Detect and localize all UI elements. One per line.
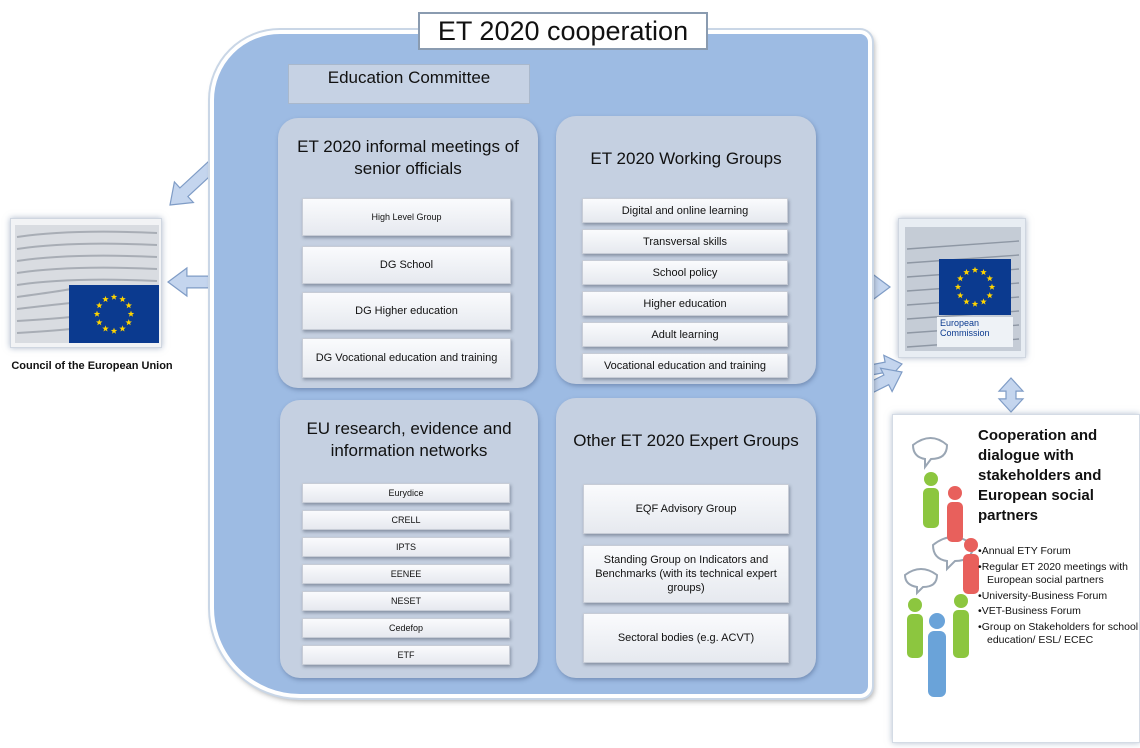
expert-groups-item: Standing Group on Indicators and Benchma…: [583, 545, 789, 603]
eu-star-icon: [957, 275, 964, 282]
eu-star-icon: [980, 298, 987, 305]
eu-star-icon: [119, 295, 126, 303]
eu-star-icon: [963, 268, 970, 276]
research-networks-item: CRELL: [302, 510, 510, 530]
commission-label: European Commission: [940, 318, 990, 338]
eu-star-icon: [986, 275, 993, 282]
council-building-graphic: [11, 219, 161, 347]
people-dialogue-graphic: [903, 437, 979, 697]
stakeholders-item: •Group on Stakeholders for school educat…: [978, 620, 1139, 647]
research-networks-item: NESET: [302, 591, 510, 611]
eu-star-icon: [119, 325, 126, 332]
working-groups-item: Vocational education and training: [582, 353, 788, 378]
council-building-image: [10, 218, 162, 348]
stakeholders-item: •Regular ET 2020 meetings with European …: [978, 560, 1128, 587]
working-groups-title: ET 2020 Working Groups: [590, 149, 782, 168]
research-networks-item: Cedefop: [302, 618, 510, 638]
eu-star-icon: [971, 266, 979, 273]
eu-star-icon: [93, 310, 101, 317]
eu-star-icon: [125, 302, 132, 309]
eu-stars-icon: [93, 293, 135, 334]
eu-star-icon: [110, 327, 118, 334]
commission-building-image: [898, 218, 1026, 358]
eu-star-icon: [957, 292, 964, 299]
working-groups-item: Digital and online learning: [582, 198, 788, 223]
eu-star-icon: [127, 310, 135, 317]
education-committee-box: Education Committee: [288, 64, 530, 104]
senior-officials-item: High Level Group: [302, 198, 511, 236]
main-title: ET 2020 cooperation: [418, 12, 708, 50]
research-networks-item: EENEE: [302, 564, 510, 584]
eu-star-icon: [102, 295, 109, 303]
eu-stars-icon: [954, 266, 996, 307]
working-groups-item: Higher education: [582, 291, 788, 316]
expert-groups-item: EQF Advisory Group: [583, 484, 789, 534]
senior-officials-item: DG Higher education: [302, 292, 511, 330]
commission-building-graphic: [899, 219, 1025, 357]
working-groups-item: School policy: [582, 260, 788, 285]
eu-star-icon: [96, 302, 103, 309]
research-networks-item: Eurydice: [302, 483, 510, 503]
eu-star-icon: [980, 268, 987, 276]
research-networks-item: IPTS: [302, 537, 510, 557]
eu-star-icon: [125, 319, 132, 326]
stakeholders-panel: [892, 414, 1140, 743]
senior-officials-item: DG Vocational education and training: [302, 338, 511, 378]
eu-star-icon: [971, 300, 979, 307]
council-caption: Council of the European Union: [11, 360, 173, 372]
working-groups-item: Transversal skills: [582, 229, 788, 254]
eu-star-icon: [96, 319, 103, 326]
senior-officials-title: ET 2020 informal meetings of senior offi…: [297, 137, 519, 178]
stakeholders-item: •Annual ETY Forum: [978, 545, 1071, 557]
senior-officials-item: DG School: [302, 246, 511, 284]
research-networks-title: EU research, evidence and information ne…: [306, 419, 512, 460]
stakeholders-list: •Annual ETY Forum •Regular ET 2020 meeti…: [978, 545, 1140, 650]
eu-star-icon: [986, 292, 993, 299]
eu-star-icon: [963, 298, 970, 305]
research-networks-item: ETF: [302, 645, 510, 665]
expert-groups-title: Other ET 2020 Expert Groups: [573, 431, 799, 450]
stakeholders-item: •VET-Business Forum: [978, 605, 1081, 617]
eu-star-icon: [102, 325, 109, 332]
stakeholders-item: •University-Business Forum: [978, 589, 1108, 602]
arrow-commission-stakeholders: [997, 377, 1025, 413]
eu-star-icon: [954, 283, 962, 290]
working-groups-item: Adult learning: [582, 322, 788, 347]
stakeholders-title: Cooperation and dialogue with stakeholde…: [978, 427, 1102, 524]
eu-star-icon: [988, 283, 996, 290]
eu-star-icon: [110, 293, 118, 300]
expert-groups-item: Sectoral bodies (e.g. ACVT): [583, 613, 789, 663]
